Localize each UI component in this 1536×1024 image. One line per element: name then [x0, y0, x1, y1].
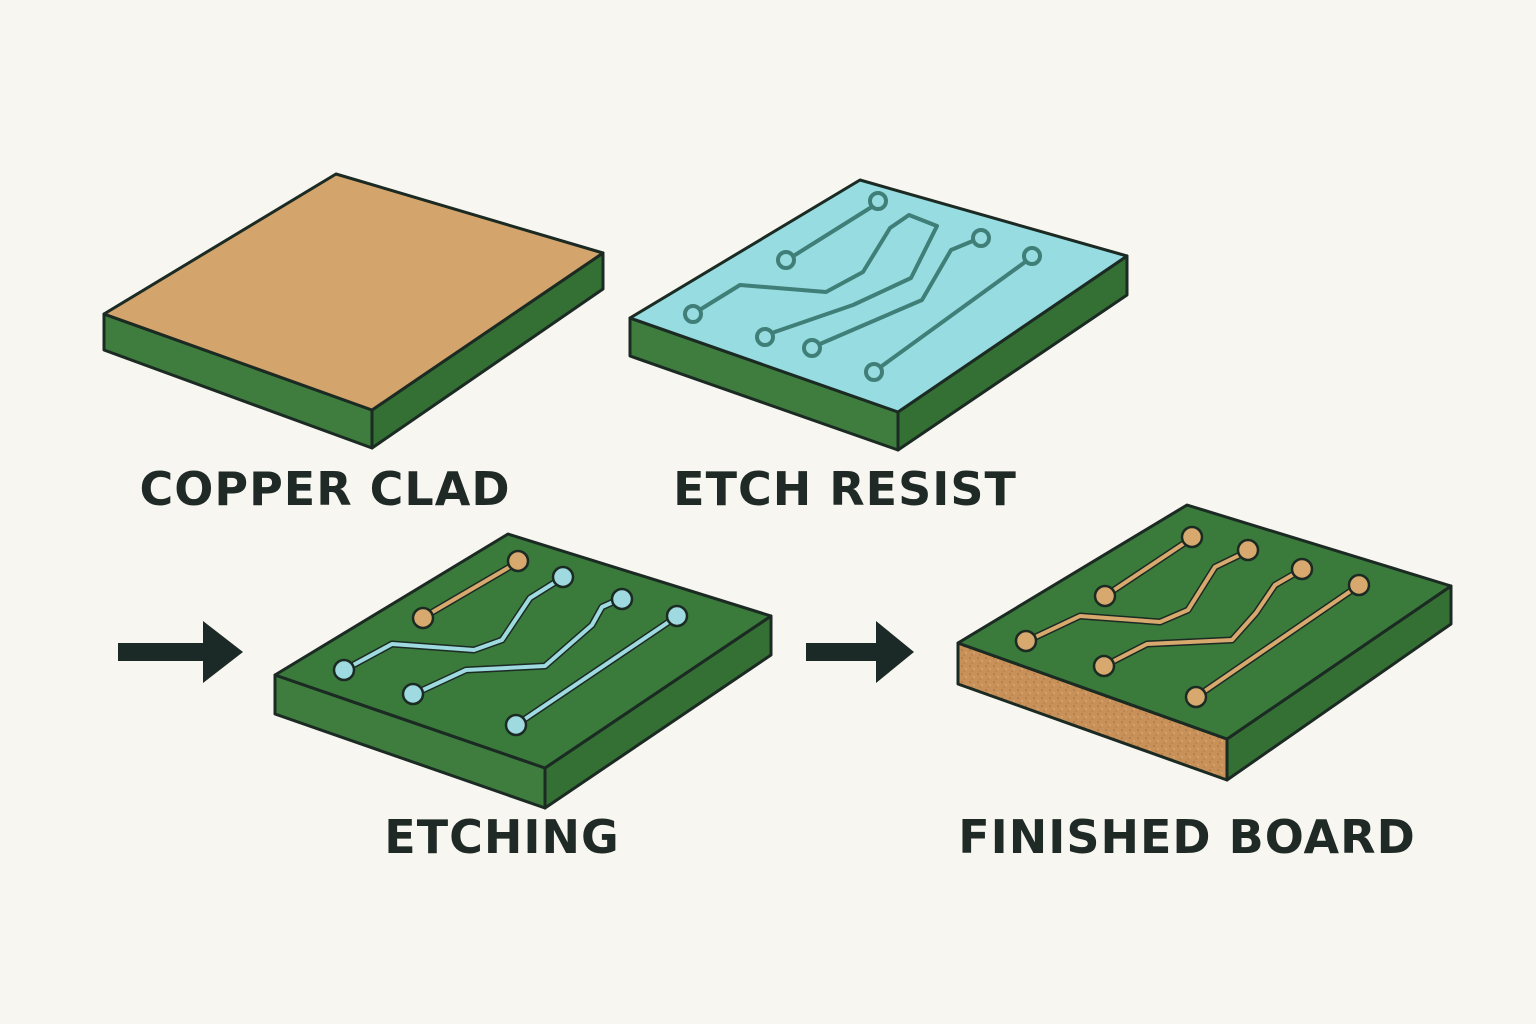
etch-resist-traces	[691, 201, 1034, 373]
stage-label-etching: ETCHING	[384, 810, 620, 864]
etch-resist-pads	[683, 191, 1042, 382]
etch-resist-top-surface	[628, 178, 1129, 414]
copper-clad-top-surface	[102, 172, 605, 412]
copper-clad-board	[102, 172, 605, 450]
etching-board	[273, 532, 773, 810]
finished-copper-pads	[1014, 525, 1371, 709]
etching-exposed-pads	[332, 565, 689, 737]
right-arrow-icon	[118, 621, 243, 683]
etching-top-surface	[273, 532, 773, 770]
stage-label-etch-resist: ETCH RESIST	[673, 462, 1017, 516]
right-arrow-icon	[806, 621, 914, 683]
etch-resist-board	[628, 178, 1129, 452]
etching-copper-pads	[411, 549, 530, 630]
stage-label-finished-board: FINISHED BOARD	[958, 810, 1416, 864]
finished-top-surface	[956, 503, 1453, 741]
stage-label-copper-clad: COPPER CLAD	[139, 462, 511, 516]
finished-board	[956, 503, 1453, 782]
